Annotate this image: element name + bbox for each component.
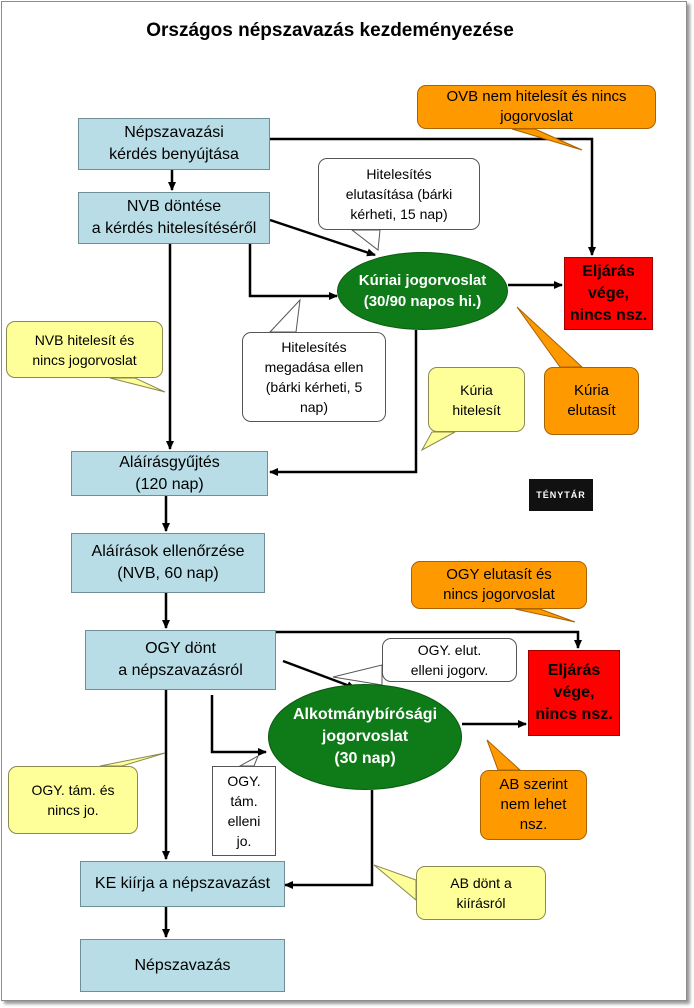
callout-tail-ovb	[511, 128, 583, 151]
note-kuria-elutasit: Kúria elutasít	[544, 367, 639, 435]
callout-tail-ab-szerint	[486, 739, 522, 771]
note-ogy-tam-elleni-jo: OGY. tám. elleni jo.	[212, 766, 276, 856]
arrow-benyujtas-end	[270, 137, 596, 256]
arrow-ab-ke	[284, 790, 374, 889]
arrow-nvb-kuria	[269, 218, 376, 257]
note-ab-szerint: AB szerint nem lehet nsz.	[480, 770, 587, 840]
callout-tail-hit-elut	[350, 229, 381, 251]
box-alairasok-ellenorzese: Aláírások ellenőrzése (NVB, 60 nap)	[71, 533, 265, 593]
callout-tail-ogy-tam	[99, 752, 166, 767]
ellipse-alkotmanybirosagi-jogorvoslat: Alkotmánybírósági jogorvoslat (30 nap)	[268, 684, 462, 790]
callout-tail-ogy-elut	[514, 608, 576, 623]
callout-tail-hit-megadas	[268, 298, 301, 333]
callout-tail-kuria-hit	[420, 431, 456, 452]
box-nepszavazas: Népszavazás	[80, 939, 285, 992]
note-hitelesites-megadasa-ellen: Hitelesítés megadása ellen (bárki kérhet…	[242, 332, 386, 422]
note-kuria-hitelesit: Kúria hitelesít	[428, 367, 525, 432]
arrow-nvb-kuria-lower	[248, 244, 338, 300]
note-hitelesites-elutasitasa: Hitelesítés elutasítása (bárki kérheti, …	[318, 158, 480, 230]
page-title: Országos népszavazás kezdeményezése	[146, 20, 514, 41]
end-box-top: Eljárás vége, nincs nsz.	[564, 257, 653, 330]
tenytar-logo: TÉNYTÁR	[529, 479, 593, 511]
note-nvb-hitelesit: NVB hitelesít és nincs jogorvoslat	[6, 321, 163, 378]
callout-tail-ab-dont	[373, 864, 417, 902]
note-ogy-tam-nincs-jo: OGY. tám. és nincs jo.	[8, 766, 138, 834]
arrow-ogy-end	[276, 630, 582, 649]
arrow-kuria-alairas	[269, 330, 418, 476]
note-ogy-elutasit: OGY elutasít és nincs jogorvoslat	[411, 561, 587, 609]
note-ovb-nem-hitelesit: OVB nem hitelesít és nincs jogorvoslat	[417, 85, 656, 129]
arrow-ogy-ab-lower	[210, 695, 267, 756]
box-kerdes-benyujtasa: Népszavazási kérdés benyújtása	[78, 118, 270, 170]
box-ke-kiirja: KE kiírja a népszavazást	[80, 861, 285, 907]
callout-tail-nvb-hit	[109, 377, 166, 393]
callout-tail-ogy-tam-jog	[238, 754, 259, 767]
note-ab-dont: AB dönt a kiírásról	[416, 866, 546, 920]
box-ogy-dont: OGY dönt a népszavazásról	[85, 630, 276, 690]
box-nvb-dontese: NVB döntése a kérdés hitelesítéséről	[78, 192, 270, 244]
box-alairasgyujtes: Aláírásgyűjtés (120 nap)	[71, 451, 268, 496]
ellipse-kuriai-jogorvoslat: Kúriai jogorvoslat (30/90 napos hi.)	[337, 252, 508, 330]
note-ogy-elut-elleni-jogorv: OGY. elut. elleni jogorv.	[382, 638, 517, 682]
end-box-bottom: Eljárás vége, nincs nsz.	[528, 650, 620, 736]
arrow-ogy-ab	[282, 659, 356, 690]
